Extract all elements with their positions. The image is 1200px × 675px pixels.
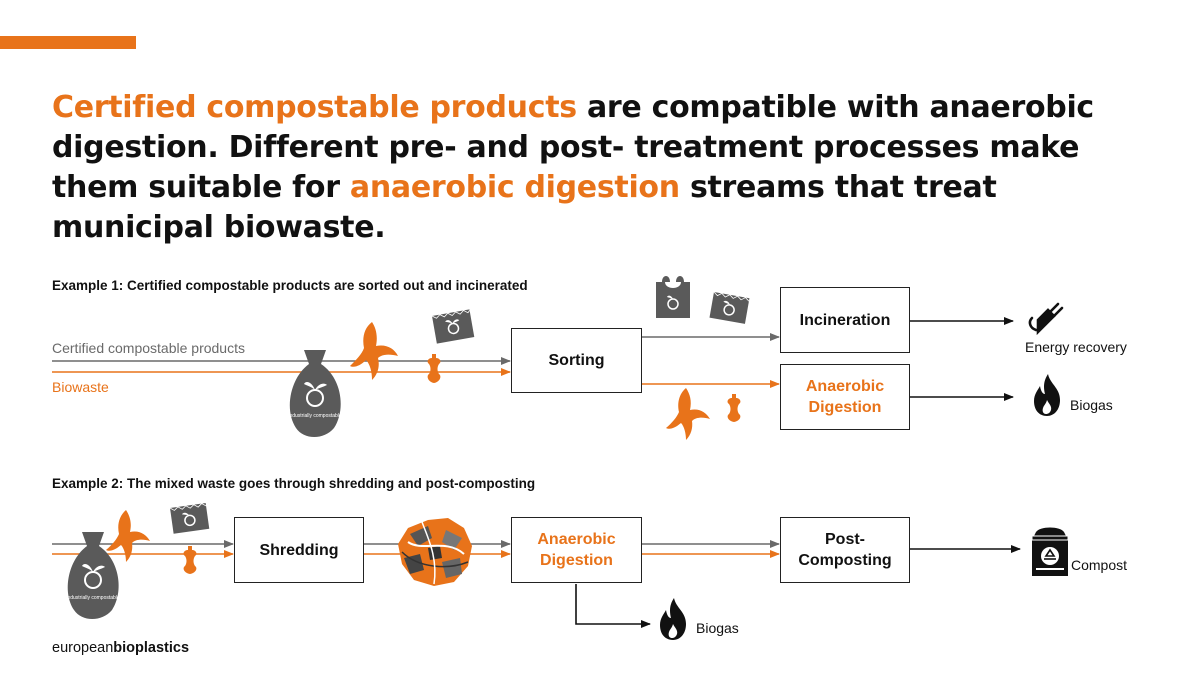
headline-text-1: are compatible with anaerobic digestion.… — [52, 90, 1094, 205]
brand-light: european — [52, 640, 114, 656]
flame-icon — [1034, 374, 1060, 416]
headline-highlight-2: anaerobic digestion — [349, 170, 680, 205]
box-anaerobic-digestion-1: Anaerobic Digestion — [780, 364, 910, 430]
stream-products-label: Certified compostable products — [52, 340, 245, 356]
compostable-bag-icon: industrially compostable — [288, 350, 342, 437]
apple-core-icon-3 — [183, 546, 197, 574]
energy-recovery-label: Energy recovery — [1025, 339, 1127, 355]
box-shredding-label: Shredding — [259, 541, 339, 559]
box-shredding: Shredding — [234, 517, 364, 583]
compostable-packaging-icon-3 — [169, 502, 210, 534]
compostable-packaging-icon-2 — [709, 291, 750, 324]
compost-bag-icon — [1031, 527, 1069, 576]
compostable-bag-icon-2: industrially compostable — [66, 532, 120, 619]
biogas-label-2: Biogas — [696, 620, 739, 636]
box-incineration: Incineration — [780, 287, 910, 353]
banana-peel-icon-2 — [666, 388, 710, 440]
compost-label: Compost — [1071, 557, 1128, 573]
box-sorting-label: Sorting — [548, 352, 605, 369]
plug-icon — [1028, 302, 1064, 336]
example2-title: Example 2: The mixed waste goes through … — [52, 476, 536, 491]
box-anaerobic-digestion-2: Anaerobic Digestion — [511, 517, 642, 583]
bag-text-1: industrially compostable — [288, 413, 342, 419]
compostable-packaging-icon — [431, 309, 475, 344]
biogas-label-1: Biogas — [1070, 397, 1113, 413]
box-incineration-label: Incineration — [799, 311, 891, 329]
ex2-ad-to-biogas — [575, 584, 651, 628]
box-ad-2-label: Anaerobic Digestion — [537, 531, 616, 569]
flame-icon-2 — [660, 598, 686, 640]
brand-logo: europeanbioplastics — [52, 640, 189, 656]
headline-text-2: streams that treat municipal biowaste. — [52, 170, 997, 245]
box-ad-1-label: Anaerobic Digestion — [805, 378, 885, 416]
headline-highlight-1: Certified compostable products — [52, 90, 577, 125]
banana-peel-icon — [350, 322, 398, 380]
shopping-bag-icon — [656, 276, 690, 318]
box-post-composting: Post-Composting — [780, 517, 910, 583]
box-sorting: Sorting — [511, 328, 642, 393]
bag-text-2: industrially compostable — [66, 595, 120, 601]
example1-title: Example 1: Certified compostable product… — [52, 278, 528, 293]
apple-core-icon — [427, 354, 441, 383]
stream-biowaste-label: Biowaste — [52, 379, 109, 395]
brand-bold: bioplastics — [113, 640, 190, 656]
banana-peel-icon-3 — [106, 510, 150, 562]
apple-core-icon-2 — [727, 394, 741, 422]
headline: Certified compostable products are compa… — [52, 88, 1162, 248]
box-post-label: Post-Composting — [798, 531, 892, 569]
accent-bar — [0, 36, 136, 49]
shredded-waste-icon — [398, 518, 472, 586]
